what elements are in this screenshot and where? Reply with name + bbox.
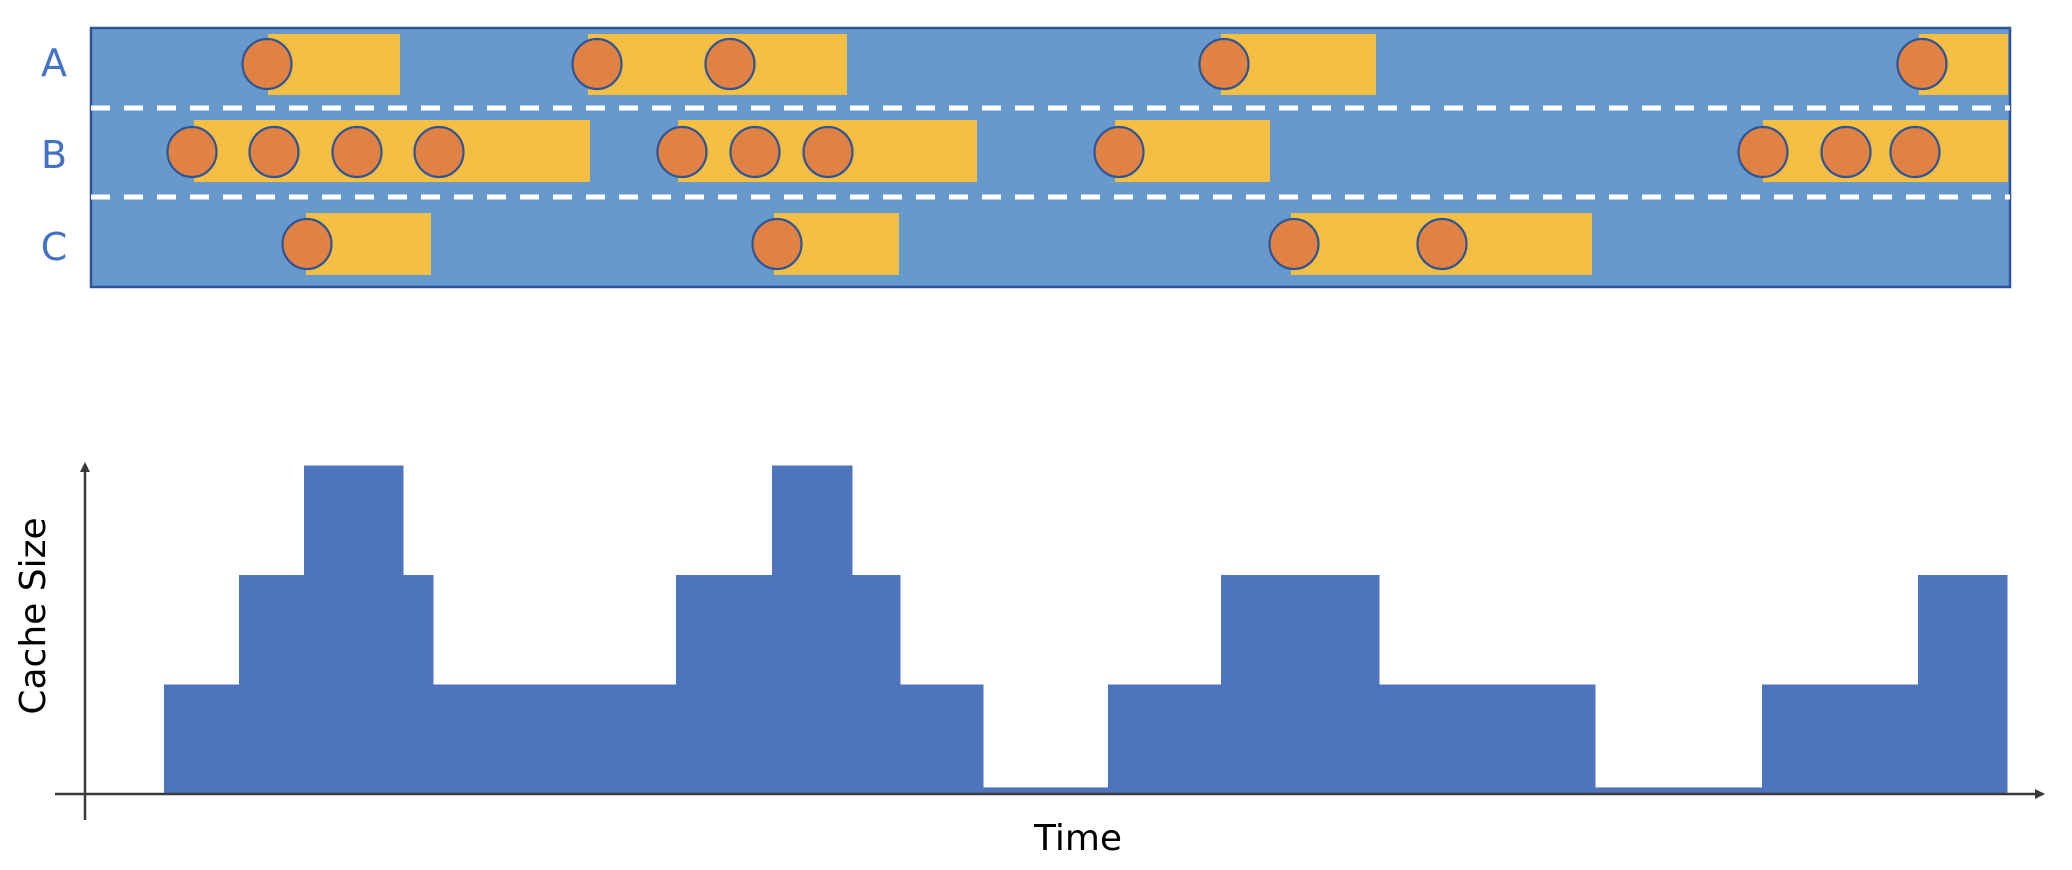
lane-label-a: A bbox=[41, 41, 67, 85]
event-marker bbox=[281, 217, 333, 271]
cache-step bbox=[983, 787, 1109, 794]
event-marker bbox=[1198, 37, 1250, 91]
event-marker bbox=[1889, 125, 1941, 179]
cache-step bbox=[403, 575, 434, 794]
cache-step bbox=[852, 575, 901, 794]
cache-size-chart: Time Cache Size bbox=[13, 462, 2045, 859]
event-marker bbox=[571, 37, 623, 91]
event-marker bbox=[802, 125, 854, 179]
x-axis-label: Time bbox=[1033, 818, 1122, 859]
event-marker bbox=[1737, 125, 1789, 179]
cache-step bbox=[772, 465, 853, 794]
cache-step bbox=[1379, 684, 1596, 794]
lane-b bbox=[166, 120, 2008, 182]
active-interval bbox=[1763, 120, 2008, 182]
event-marker bbox=[1820, 125, 1872, 179]
event-marker bbox=[166, 125, 218, 179]
cache-step bbox=[1221, 575, 1380, 794]
cache-step bbox=[1595, 787, 1763, 794]
cache-step bbox=[676, 575, 773, 794]
cache-step bbox=[1108, 684, 1222, 794]
event-marker bbox=[704, 37, 756, 91]
event-marker bbox=[1416, 217, 1468, 271]
lane-label-c: C bbox=[41, 225, 68, 269]
event-marker bbox=[331, 125, 383, 179]
y-axis-label: Cache Size bbox=[13, 517, 54, 714]
cache-step bbox=[164, 684, 240, 794]
cache-step bbox=[433, 684, 677, 794]
event-marker bbox=[751, 217, 803, 271]
event-marker bbox=[1093, 125, 1145, 179]
event-marker bbox=[656, 125, 708, 179]
cache-step bbox=[239, 575, 305, 794]
cache-step bbox=[1918, 575, 2008, 794]
cache-step bbox=[304, 465, 404, 794]
lanes-panel: A B C bbox=[41, 26, 2012, 289]
cache-size-steps bbox=[164, 465, 2008, 794]
lane-c bbox=[281, 213, 1592, 275]
lane-a bbox=[241, 34, 2008, 95]
event-marker bbox=[1896, 37, 1948, 91]
lanes-content bbox=[166, 34, 2008, 275]
cache-step bbox=[900, 684, 984, 794]
event-marker bbox=[1268, 217, 1320, 271]
cache-step bbox=[1762, 684, 1919, 794]
event-marker bbox=[413, 125, 465, 179]
event-marker bbox=[241, 37, 293, 91]
event-marker bbox=[248, 125, 300, 179]
lane-label-b: B bbox=[41, 133, 67, 177]
event-marker bbox=[729, 125, 781, 179]
